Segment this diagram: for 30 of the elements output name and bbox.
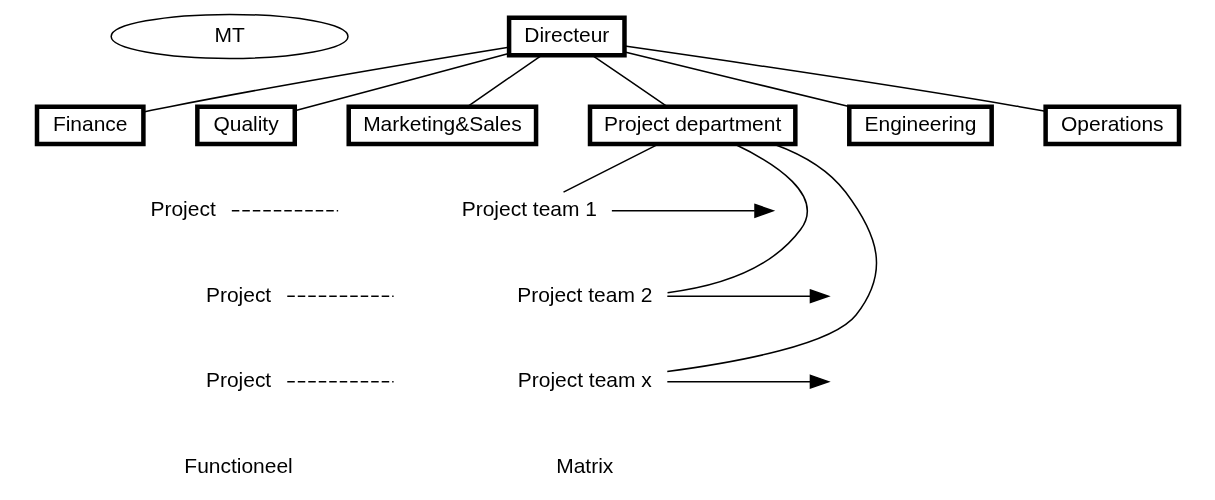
node-ellipse: MT: [109, 13, 349, 60]
node-box: Directeur: [506, 15, 627, 58]
connector: [142, 46, 509, 113]
node-box: Operations: [1042, 104, 1181, 147]
label: Functioneel: [183, 453, 293, 477]
node-text: Project: [205, 282, 271, 306]
node-box: Quality: [194, 104, 297, 147]
node-text: Project: [149, 197, 216, 221]
connector: [286, 380, 394, 383]
arrow: [666, 288, 831, 304]
arrow: [666, 374, 831, 389]
connector: [466, 54, 542, 108]
node-box: Engineering: [846, 104, 994, 147]
connector: [230, 210, 339, 212]
connector: [623, 51, 850, 108]
connector: [591, 54, 668, 108]
node-text: Project: [205, 368, 271, 392]
arrow: [610, 203, 775, 219]
node-text: Project team x: [517, 368, 652, 392]
node-box: Finance: [34, 104, 146, 147]
node-text: Project team 2: [516, 282, 652, 306]
connector: [666, 143, 877, 373]
node-text: Project team 1: [461, 197, 597, 221]
connector: [623, 45, 1046, 112]
node-box: Project department: [587, 104, 798, 147]
node-box: Marketing&Sales: [345, 104, 538, 147]
connector: [666, 143, 808, 294]
connector: [562, 143, 659, 193]
connector: [286, 295, 394, 297]
label: Matrix: [555, 453, 613, 477]
